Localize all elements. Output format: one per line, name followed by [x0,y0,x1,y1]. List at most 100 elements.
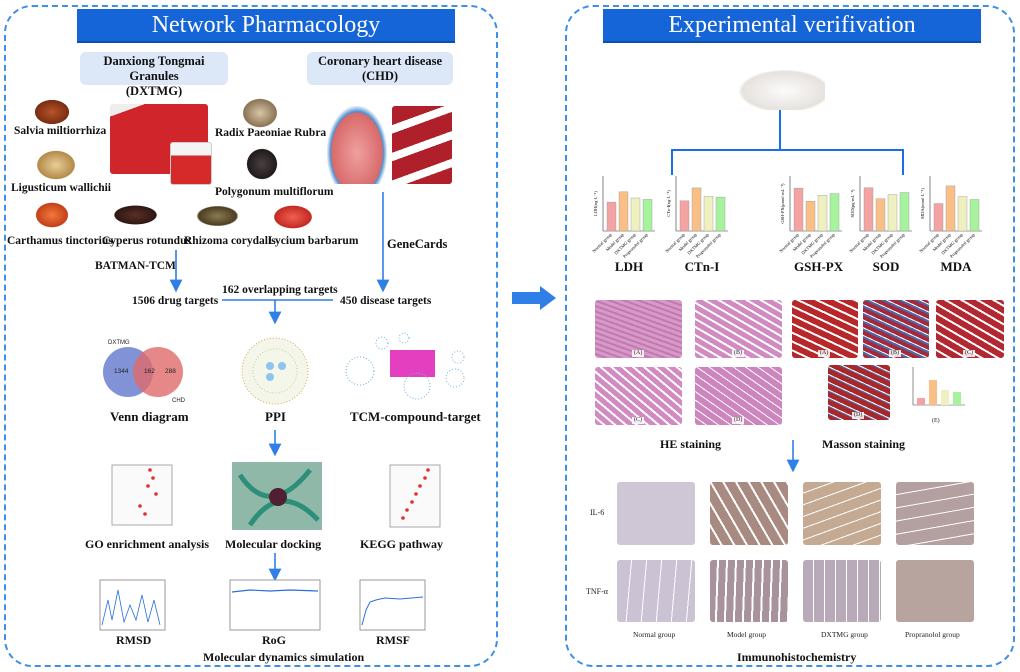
bar-LDH-1 [618,191,629,232]
kegg-caption: KEGG pathway [360,537,444,551]
dxtmg-box: Danxiong Tongmai Granules(DXTMG) [80,52,228,98]
ihc-column-label: DXTMG group [821,630,868,639]
he-panel-a [595,300,682,358]
masson-panel-c [936,300,1004,358]
dxtmg-sachet-image [170,142,212,185]
masson-panel-b-label: (B) [889,350,901,357]
experimental-panel [565,5,1015,667]
batman-tcm-label: BATMAN-TCM [95,260,176,272]
ihc-il6-model [710,482,788,545]
rhizoma-image [195,205,240,227]
masson-panel-b [863,300,929,358]
herb-label: Carthamus tinctorius [7,235,113,247]
ihc-column-label: Propranolol group [905,630,960,639]
chart-ylabel: LDH(ng·L⁻¹) [593,191,598,216]
chart-ylabel: GSH-PX(μmol·mL⁻¹) [780,183,785,224]
rog-plot [229,579,321,631]
venn-caption: Venn diagram [110,409,189,424]
network-pharmacology-title: Network Pharmacology [77,9,455,43]
bar-LDH-3 [642,199,653,232]
bar-CTn-I-1 [691,187,702,232]
tcm-caption: TCM-compound-target [350,409,481,424]
ihc-caption: Immunohistochemistry [737,650,857,664]
herb-label: Lycium barbarum [268,235,359,247]
masson-panel-e-label: (E) [932,418,940,424]
drug-targets-label: 1506 drug targets [132,295,219,307]
masson-panel-a-label: (A) [818,350,831,357]
kegg-pathway-plot [389,464,441,528]
network-pharmacology-panel [4,5,498,667]
genecards-label: GeneCards [387,237,448,251]
herb-label: Radix Paeoniae Rubra [215,127,327,139]
venn-a-only: 1344 [114,368,129,375]
he-panel-c [595,367,682,425]
chart-ylabel: SOD(pg·mL⁻¹) [850,189,855,217]
ihc-row-label: IL-6 [590,508,605,517]
chd-abbr: (CHD) [361,69,399,83]
bar-MDA-0 [933,203,944,232]
chd-box: Coronary heart disease(CHD) [307,52,453,85]
chd-name: Coronary heart disease [317,54,443,68]
he-panel-d [695,367,782,425]
ppi-caption: PPI [265,409,286,424]
herb-label: Rhizoma corydalis [184,235,276,247]
bar-GSH-PX-1 [805,201,816,232]
bar-LDH-2 [630,197,641,232]
carthamus-image [35,202,69,228]
ihc-il6-normal [617,482,695,545]
masson-caption: Masson staining [822,437,906,451]
disease-targets-label: 450 disease targets [340,295,432,307]
chart-caption-gsh-px: GSH-PX [794,259,844,274]
rmsd-caption: RMSD [116,633,152,647]
herb-label: Salvia miltiorrhiza [14,125,107,137]
masson-panel-a [792,300,858,358]
rmsf-plot [359,579,426,631]
ihc-il6-propranolol [896,482,974,545]
experimental-title: Experimental verifivation [603,9,981,43]
chart-caption-sod: SOD [872,259,900,274]
bar-LDH-0 [606,201,617,232]
chart-caption-ldh: LDH [614,259,644,274]
cyperus-image [113,205,158,225]
herb-label: Cyperus rotundus [102,235,191,247]
venn-b-only: 288 [165,368,176,375]
chart-caption-mda: MDA [940,259,972,274]
bar-GSH-PX-0 [793,187,804,232]
ppi-network [241,337,309,405]
artery-image [392,106,452,184]
rog-caption: RoG [262,633,286,647]
ihc-column-label: Model group [727,630,766,639]
he-panel-a-label: (A) [632,350,645,357]
ihc-tnf-dxtmg [803,560,881,622]
venn-both: 162 [144,368,155,375]
he-caption: HE staining [660,437,722,451]
bar-GSH-PX-2 [817,195,828,232]
polygonum-image [246,148,278,180]
ihc-row-label: TNF-α [586,587,608,596]
ihc-tnf-normal [617,560,695,622]
docking-caption: Molecular docking [225,537,322,551]
he-panel-b [695,300,782,358]
he-panel-d-label: (D) [732,417,745,424]
venn-circle-chd [133,347,183,397]
rmsf-caption: RMSF [376,633,410,647]
bar-GSH-PX-3 [829,193,840,232]
chart-ylabel: CTn-I(ng·L⁻¹) [666,190,671,217]
dxtmg-name: Danxiong Tongmai Granules [103,54,205,83]
chart-ylabel: MDA(nmol·L⁻¹) [920,188,925,219]
venn-label-chd: CHD [172,398,185,404]
md-caption: Molecular dynamics simulation [203,650,365,664]
bar-MDA-1 [945,185,956,232]
rmsd-plot [99,579,166,631]
bar-CTn-I-2 [703,195,714,232]
bar-CTn-I-0 [679,200,690,232]
rat-bracket [671,149,904,175]
herb-label: Ligusticum wallichii [11,182,111,194]
ligusticum-image [36,150,76,180]
masson-panel-d [828,365,890,420]
ihc-column-label: Normal group [633,630,676,639]
herb-label: Polygonum multiflorum [215,186,334,198]
tcm-network-grid [390,350,435,377]
